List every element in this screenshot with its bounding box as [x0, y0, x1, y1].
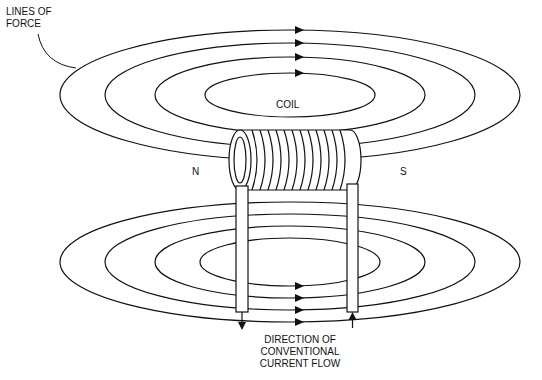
callout-label: LINES OF FORCE	[6, 6, 78, 30]
field-lines	[60, 30, 520, 322]
pole-label: S	[400, 166, 407, 178]
leader-line	[38, 34, 76, 68]
pole-label: N	[192, 166, 199, 178]
coil-symbol	[229, 130, 361, 190]
note-label: DIRECTION OF CONVENTIONAL CURRENT FLOW	[245, 334, 355, 370]
part-label: COIL	[276, 99, 299, 111]
coil-leads	[236, 184, 358, 328]
current-arrows	[238, 312, 357, 330]
